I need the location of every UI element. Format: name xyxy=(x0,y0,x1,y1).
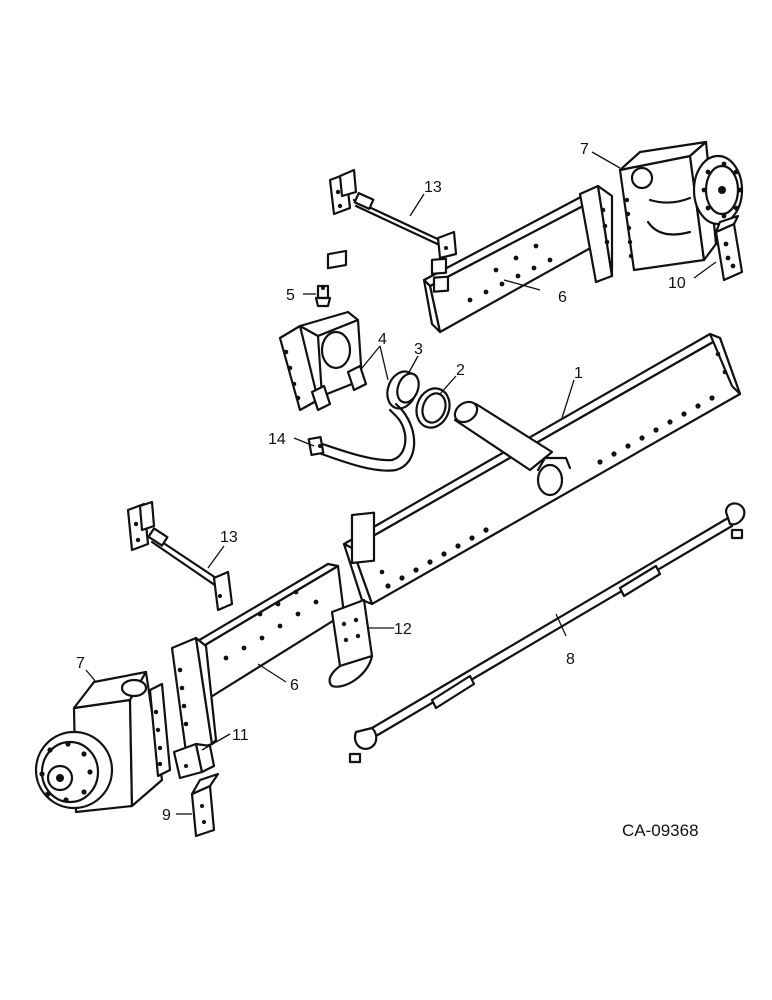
leader-lines xyxy=(85,151,717,815)
callout-8: 8 xyxy=(566,651,575,668)
part-1-axle-beam xyxy=(342,332,742,606)
pivot-bracket xyxy=(278,249,364,412)
part-12-bracket xyxy=(328,598,374,688)
part-7-hub-lower xyxy=(34,670,172,814)
part-5-grease-fitting xyxy=(314,284,332,308)
callout-12: 12 xyxy=(394,621,412,638)
part-6-extension-upper xyxy=(422,184,614,334)
callout-14: 14 xyxy=(268,431,286,448)
callout-1: 1 xyxy=(574,365,583,382)
callout-7-lower: 7 xyxy=(76,655,85,672)
callout-2: 2 xyxy=(456,362,465,379)
callout-13-upper: 13 xyxy=(424,179,442,196)
part-14-strap xyxy=(307,402,416,472)
part-3-bearing xyxy=(386,370,420,410)
part-6-extension-lower xyxy=(170,562,346,754)
part-13-rod-upper xyxy=(328,168,458,260)
part-4-blocks xyxy=(310,364,368,412)
part-10-bracket xyxy=(714,214,744,282)
callout-7-upper: 7 xyxy=(580,141,589,158)
part-2-washer xyxy=(415,387,451,429)
callout-5: 5 xyxy=(286,287,295,304)
beam-holes xyxy=(379,351,728,589)
part-11-bracket xyxy=(172,742,216,780)
part-8-tie-rod xyxy=(348,502,746,764)
callout-9: 9 xyxy=(162,807,171,824)
callout-13-lower: 13 xyxy=(220,529,238,546)
part-9-bracket xyxy=(190,772,220,838)
hub-bolts-lower xyxy=(39,741,93,803)
callout-10: 10 xyxy=(668,275,686,292)
callout-11: 11 xyxy=(232,727,249,744)
hub-bolts-upper xyxy=(701,161,743,219)
callout-6-lower: 6 xyxy=(290,677,299,694)
callout-3: 3 xyxy=(414,341,423,358)
callouts: 1 2 3 4 5 6 6 7 7 8 9 10 11 12 13 13 14 xyxy=(76,141,686,824)
callout-4: 4 xyxy=(378,331,387,348)
part-7-hub-upper xyxy=(618,140,744,272)
callout-6-upper: 6 xyxy=(558,289,567,306)
pivot-tube xyxy=(453,400,572,497)
part-13-rod-lower xyxy=(126,500,234,612)
drawing-code: CA-09368 xyxy=(622,821,699,840)
